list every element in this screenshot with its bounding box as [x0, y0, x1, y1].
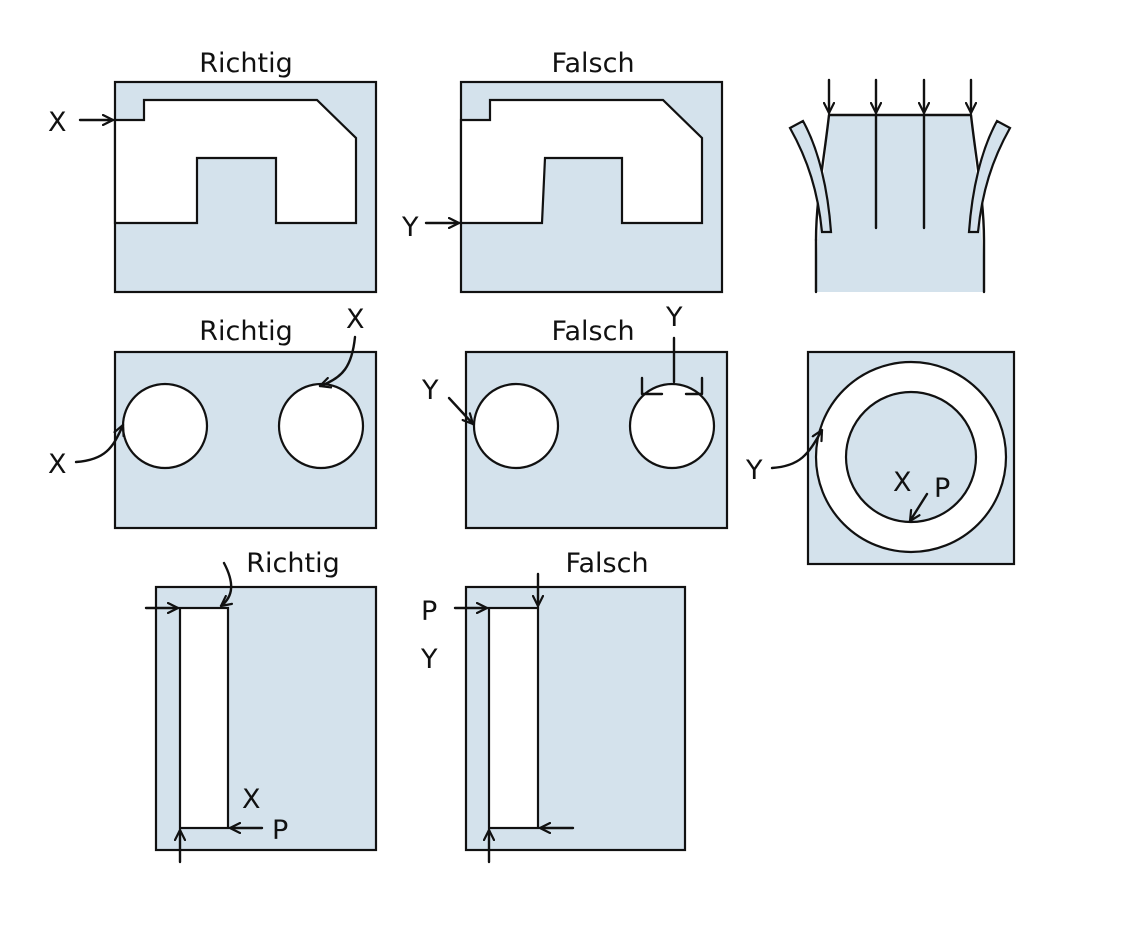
panel-slot-right: Richtig X P — [144, 548, 378, 864]
panel-profile-right: Richtig X — [48, 48, 378, 294]
title-richtig-2: Richtig — [199, 316, 292, 347]
entry-arrow-curved — [219, 561, 231, 608]
title-falsch-3: Falsch — [565, 548, 648, 579]
panel-deformation — [788, 78, 1012, 294]
start-arrow-y — [447, 396, 475, 426]
cut-profile — [459, 98, 704, 225]
panel-profile-wrong: Falsch Y — [401, 48, 724, 294]
label-x: X — [48, 449, 67, 480]
title-richtig-1: Richtig — [199, 48, 292, 79]
title-falsch-1: Falsch — [551, 48, 634, 79]
slot-cut — [487, 606, 540, 830]
hole-right — [277, 382, 365, 470]
hole-left — [121, 382, 209, 470]
slot-cut — [178, 606, 230, 830]
cut-profile — [113, 98, 358, 225]
start-arrow-x — [908, 492, 929, 523]
label-x: X — [48, 107, 67, 138]
start-arrow-x — [318, 335, 357, 386]
panel-holes-wrong: Falsch Y Y — [421, 302, 729, 530]
label-p: P — [934, 473, 950, 504]
panel-ring: Y X P — [745, 350, 1016, 566]
title-richtig-3: Richtig — [246, 548, 339, 579]
label-y: Y — [401, 212, 419, 243]
hole-left — [472, 382, 560, 470]
label-y: Y — [745, 455, 763, 486]
label-y: Y — [420, 644, 438, 675]
label-x: X — [893, 467, 912, 498]
title-falsch-2: Falsch — [551, 316, 634, 347]
hole-right — [628, 382, 716, 470]
label-p: P — [272, 815, 288, 846]
strip-right — [967, 119, 1012, 234]
label-p: P — [421, 596, 437, 627]
label-y: Y — [421, 375, 439, 406]
ring-core — [844, 390, 978, 524]
start-arrow-x — [74, 423, 123, 464]
strip-left — [788, 119, 833, 234]
label-y: Y — [665, 302, 683, 333]
start-arrow-y — [770, 428, 824, 470]
panel-holes-right: Richtig X X — [48, 304, 378, 530]
label-x: X — [346, 304, 365, 335]
cut-bracket — [640, 376, 704, 396]
panel-slot-wrong: Falsch P Y — [420, 548, 687, 864]
label-x: X — [242, 784, 261, 815]
deformed-block — [816, 115, 984, 292]
